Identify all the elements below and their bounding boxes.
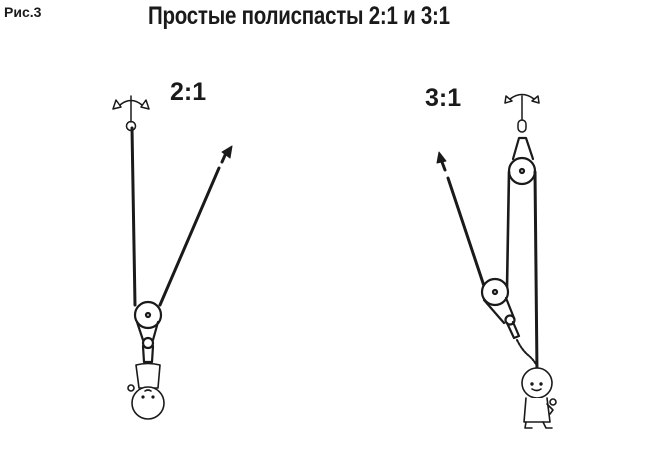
rope-strand — [505, 170, 511, 290]
anchor-icon — [112, 95, 150, 132]
person-icon — [127, 362, 165, 420]
moving-pulley — [133, 300, 163, 364]
pull-rope — [446, 176, 488, 294]
rope-strand — [130, 126, 137, 307]
anchor-icon — [504, 93, 540, 133]
figure-title: Простые полиспасты 2:1 и 3:1 — [148, 2, 450, 30]
arrow-up-left-icon — [436, 151, 447, 172]
pull-rope — [158, 166, 221, 307]
diagram-2-1 — [112, 95, 233, 420]
ratio-label-2-1: 2:1 — [170, 78, 207, 106]
diagram-3-1 — [436, 93, 557, 429]
arrow-up-right-icon — [220, 145, 233, 164]
fixed-pulley — [507, 136, 537, 186]
grab-cord — [516, 339, 538, 367]
rope-strand — [533, 170, 539, 374]
person-icon — [521, 367, 557, 429]
ratio-label-3-1: 3:1 — [425, 84, 462, 112]
moving-pulley — [480, 277, 521, 340]
figure-label: Рис.3 — [4, 4, 42, 20]
